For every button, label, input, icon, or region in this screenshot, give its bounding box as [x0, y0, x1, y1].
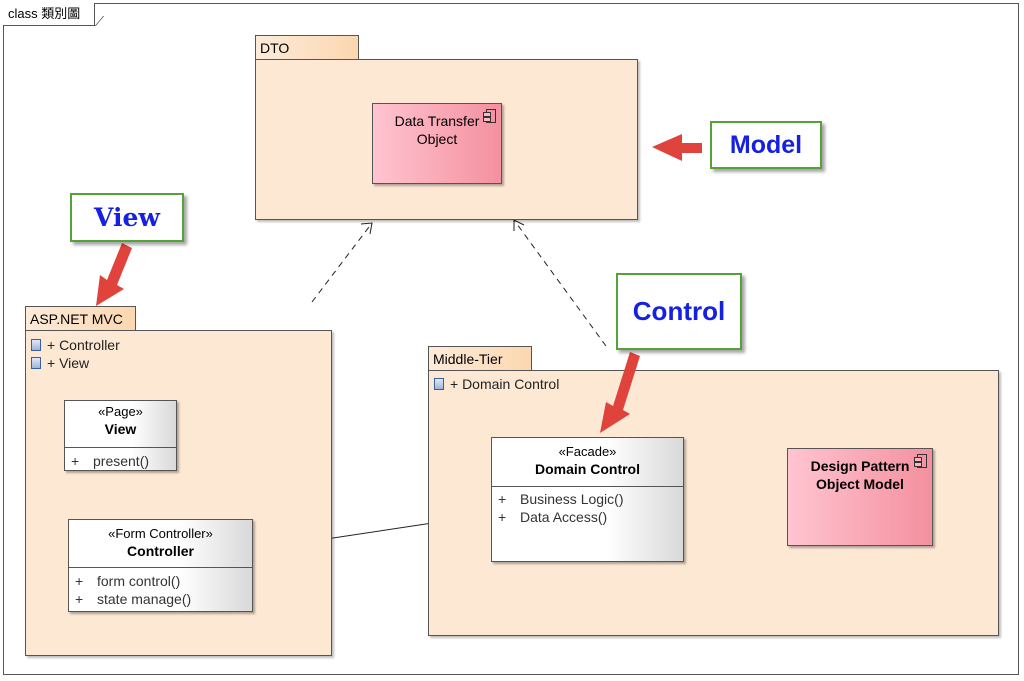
component-data-transfer-object[interactable]: Data Transfer Object [372, 103, 502, 184]
package-middle-tier-tab[interactable]: Middle-Tier [428, 346, 532, 371]
class-name: Domain Control [535, 461, 640, 477]
class-view[interactable]: «Page» View +present() [64, 400, 177, 471]
class-controller[interactable]: «Form Controller» Controller +form contr… [68, 519, 253, 612]
frame-label: class 類別圖 [3, 3, 96, 26]
component-icon [914, 454, 927, 468]
component-label-line1: Design Pattern [810, 458, 910, 474]
class-stereotype: «Facade» [558, 444, 617, 459]
dependency-middle-to-dto [513, 219, 607, 347]
class-operation: +state manage() [75, 591, 192, 607]
class-stereotype: «Form Controller» [108, 526, 213, 541]
class-member-icon [31, 339, 41, 351]
class-operation: +Business Logic() [498, 491, 624, 507]
component-label-line1: Data Transfer [394, 113, 480, 129]
component-icon [483, 109, 496, 123]
class-name: View [104, 421, 137, 437]
dependency-aspnet-to-dto [311, 222, 373, 303]
component-label-line2: Object [416, 131, 458, 147]
callout-control: Control [616, 273, 742, 350]
class-member-icon [31, 357, 41, 369]
component-label-line2: Object Model [816, 476, 904, 492]
class-header: «Facade» Domain Control [492, 438, 683, 487]
class-header: «Form Controller» Controller [69, 520, 252, 568]
class-member-icon [434, 378, 444, 390]
package-dto-tab[interactable]: DTO [255, 35, 359, 60]
class-operation: +Data Access() [498, 509, 608, 525]
class-stereotype: «Page» [98, 404, 143, 419]
class-header: «Page» View [65, 401, 176, 448]
package-member-controller[interactable]: + Controller [31, 336, 120, 354]
dependency-arrowhead [513, 219, 525, 231]
class-operation: +form control() [75, 573, 181, 589]
class-operation: +present() [71, 453, 150, 469]
class-domain-control[interactable]: «Facade» Domain Control +Business Logic(… [491, 437, 684, 562]
callout-model: Model [710, 121, 822, 169]
class-name: Controller [127, 543, 194, 559]
component-design-pattern-object-model[interactable]: Design Pattern Object Model [787, 448, 933, 546]
dependency-arrowhead [360, 222, 373, 235]
package-member-view[interactable]: + View [31, 354, 89, 372]
package-aspnet-mvc-tab[interactable]: ASP.NET MVC [25, 306, 136, 331]
callout-view: View [70, 193, 184, 242]
package-member-domain-control[interactable]: + Domain Control [434, 375, 559, 393]
